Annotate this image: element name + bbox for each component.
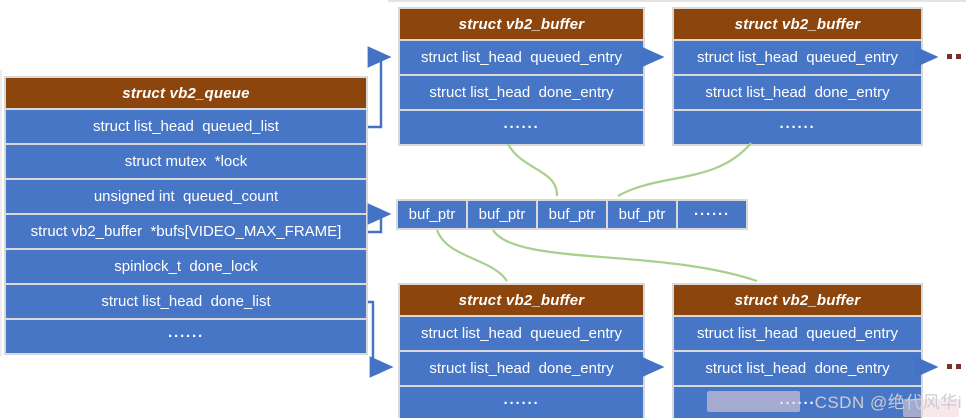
vb2-queue-title: struct vb2_queue <box>6 78 366 108</box>
queue-field-queued-count: unsigned int queued_count <box>6 178 366 213</box>
buffer-field-done-entry: struct list_head done_entry <box>674 350 921 385</box>
vb2-buffer-title: struct vb2_buffer <box>400 285 643 315</box>
arrow-bufs-to-pointer-array <box>367 203 392 234</box>
green-link-ptr3-to-top-first-buffer <box>507 143 559 197</box>
screenshot-left-edge-line <box>0 70 2 356</box>
queue-field-ellipsis: ······ <box>6 318 366 353</box>
buffer-field-queued-entry: struct list_head queued_entry <box>400 315 643 350</box>
buffer-field-queued-entry: struct list_head queued_entry <box>674 315 921 350</box>
buf-ptr-cell-1: buf_ptr <box>398 201 466 228</box>
buf-ptr-ellipsis-cell: ······ <box>676 201 746 228</box>
buffer-field-queued-entry: struct list_head queued_entry <box>674 39 921 74</box>
vb2-buffer-table-top-first: struct vb2_buffer struct list_head queue… <box>398 7 645 146</box>
watermark-blur-patch-right <box>903 399 959 417</box>
buf-ptr-cell-2: buf_ptr <box>466 201 536 228</box>
buffer-field-queued-entry: struct list_head queued_entry <box>400 39 643 74</box>
queue-field-bufs-array: struct vb2_buffer *bufs[VIDEO_MAX_FRAME] <box>6 213 366 248</box>
vb2-buffer-table-bottom-first: struct vb2_buffer struct list_head queue… <box>398 283 645 418</box>
buf-ptr-cell-4: buf_ptr <box>606 201 676 228</box>
buffer-field-done-entry: struct list_head done_entry <box>674 74 921 109</box>
green-link-ptr4-to-top-second-buffer <box>617 142 752 197</box>
csdn-watermark: CSDN @绝代风华i <box>814 393 962 412</box>
screenshot-top-edge-line <box>388 0 966 2</box>
vb2-buffer-table-top-second: struct vb2_buffer struct list_head queue… <box>672 7 923 146</box>
bufs-pointer-array: buf_ptr buf_ptr buf_ptr buf_ptr ······ <box>396 199 748 230</box>
green-link-ptr1-to-bottom-first-buffer <box>435 229 508 282</box>
vb2-buffer-table-bottom-second: struct vb2_buffer struct list_head queue… <box>672 283 923 418</box>
vb2-buffer-title: struct vb2_buffer <box>674 285 921 315</box>
buffer-field-done-entry: struct list_head done_entry <box>400 350 643 385</box>
arrow-queued-list-to-buffer <box>367 46 392 129</box>
ellipsis-dots-top-right-icon <box>947 54 961 59</box>
vb2-buffer-title: struct vb2_buffer <box>674 9 921 39</box>
buf-ptr-cell-3: buf_ptr <box>536 201 606 228</box>
arrow-done-list-to-buffer <box>368 300 394 378</box>
vb2-buffer-title: struct vb2_buffer <box>400 9 643 39</box>
watermark-blur-patch-left <box>707 391 800 412</box>
ellipsis-dots-bottom-right-icon <box>947 364 961 369</box>
green-link-ptr2-to-bottom-second-buffer <box>492 229 758 283</box>
queue-field-queued-list: struct list_head queued_list <box>6 108 366 143</box>
queue-field-lock: struct mutex *lock <box>6 143 366 178</box>
buffer-field-ellipsis: ······ <box>674 109 921 144</box>
vb2-queue-table: struct vb2_queue struct list_head queued… <box>4 76 368 355</box>
buffer-field-ellipsis: ······ <box>400 385 643 418</box>
buffer-field-ellipsis: ······ <box>400 109 643 144</box>
queue-field-done-list: struct list_head done_list <box>6 283 366 318</box>
queue-field-done-lock: spinlock_t done_lock <box>6 248 366 283</box>
buffer-field-done-entry: struct list_head done_entry <box>400 74 643 109</box>
